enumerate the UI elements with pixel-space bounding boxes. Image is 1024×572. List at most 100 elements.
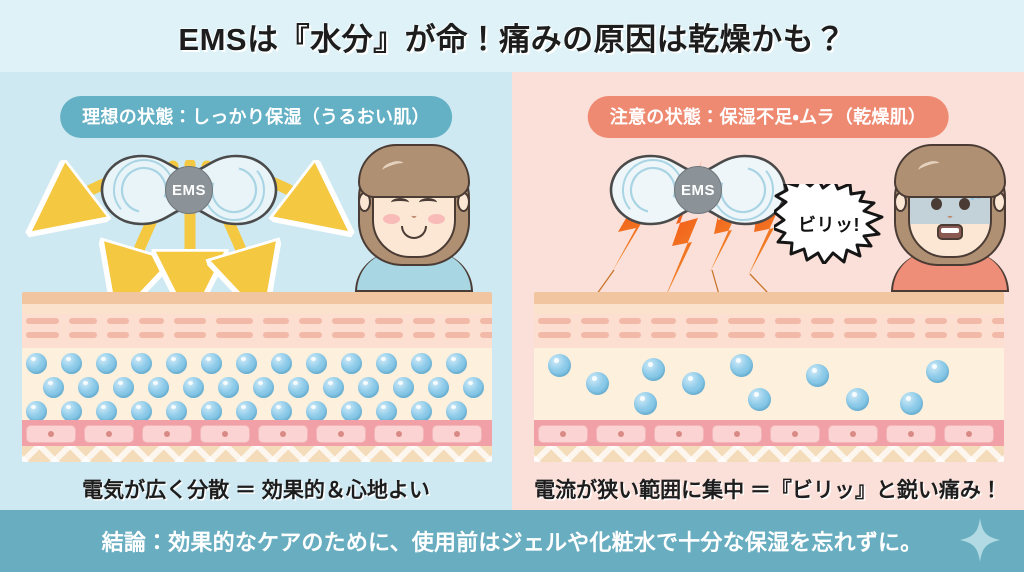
skin-cross-section-right xyxy=(534,292,1004,462)
water-droplet xyxy=(271,401,292,422)
epidermis-dash xyxy=(811,332,834,338)
skin-layer-vessel-r xyxy=(534,420,1004,448)
vessel-cell xyxy=(828,425,878,443)
vessel-cell-nucleus xyxy=(222,431,228,437)
vessel-cell-nucleus xyxy=(338,431,344,437)
skin-layer-epidermis xyxy=(22,314,492,348)
water-droplet xyxy=(748,388,771,411)
avatar-distressed-hair-shine xyxy=(916,158,942,176)
water-droplet xyxy=(846,388,869,411)
skin-cross-section-left xyxy=(22,292,492,462)
epidermis-dash-row-2 xyxy=(22,332,492,339)
epidermis-dash xyxy=(728,318,765,324)
vessel-cell-nucleus xyxy=(106,431,112,437)
epidermis-dash xyxy=(538,332,571,338)
vessel-cell-nucleus xyxy=(454,431,460,437)
vessel-cell-nucleus xyxy=(676,431,682,437)
vessel-cell xyxy=(26,425,76,443)
vessel-cell xyxy=(886,425,936,443)
skin-layer-stratum-light xyxy=(22,304,492,314)
page-title: EMSは『水分』が命！痛みの原因は乾燥かも？ xyxy=(178,21,846,57)
epidermis-dash xyxy=(811,318,834,324)
water-droplet xyxy=(586,372,609,395)
epidermis-dash-row-1 xyxy=(22,318,492,325)
epidermis-dash xyxy=(332,332,365,338)
epidermis-dash xyxy=(538,318,571,324)
epidermis-dash xyxy=(925,318,947,324)
water-droplet xyxy=(288,377,309,398)
panel-caution: 注意の状態：保湿不足・ムラ（乾燥肌） xyxy=(512,72,1024,510)
vessel-cell xyxy=(712,425,762,443)
pain-burst-bubble: ビリッ! xyxy=(774,184,884,264)
avatar-distressed-eye-right xyxy=(955,198,973,210)
avatar-happy-hair-shine xyxy=(380,158,406,176)
fat-grid-right xyxy=(534,446,1004,462)
water-droplet xyxy=(43,377,64,398)
water-droplet xyxy=(253,377,274,398)
vessel-cell xyxy=(432,425,482,443)
water-droplet xyxy=(446,353,467,374)
avatar-happy-mouth xyxy=(401,226,427,239)
water-droplet xyxy=(463,377,484,398)
vessel-cell xyxy=(654,425,704,443)
vessel-cell xyxy=(316,425,366,443)
avatar-happy-eye-left xyxy=(391,198,409,207)
water-droplet xyxy=(96,353,117,374)
vessel-cell xyxy=(142,425,192,443)
epidermis-dash xyxy=(957,318,982,324)
epidermis-dash xyxy=(107,332,129,338)
epidermis-dash xyxy=(581,332,609,338)
epidermis-dash xyxy=(375,332,403,338)
water-droplet xyxy=(376,401,397,422)
water-droplet xyxy=(96,401,117,422)
water-droplet xyxy=(548,354,571,377)
water-droplet xyxy=(428,377,449,398)
avatar-happy-eye-right xyxy=(419,198,437,207)
avatar-distressed-nose xyxy=(947,213,953,218)
epidermis-dash xyxy=(445,332,470,338)
panel-ideal-caption: 電気が広く分散 ＝ 効果的＆心地よい xyxy=(82,479,430,502)
epidermis-dash xyxy=(299,318,322,324)
water-droplet xyxy=(78,377,99,398)
avatar-happy-cheek-right xyxy=(428,214,445,224)
water-droplet xyxy=(113,377,134,398)
epidermis-dash xyxy=(619,318,641,324)
vessel-cell-nucleus xyxy=(908,431,914,437)
epidermis-dash xyxy=(216,318,253,324)
vessel-cell-nucleus xyxy=(280,431,286,437)
ems-core-label-right: EMS xyxy=(674,166,722,214)
skin-layer-dermis-r xyxy=(534,348,1004,426)
water-droplet xyxy=(236,353,257,374)
epidermis-dash xyxy=(216,332,253,338)
vessel-cell xyxy=(200,425,250,443)
epidermis-dash xyxy=(992,318,1004,324)
epidermis-dash xyxy=(728,332,765,338)
panel-ideal: 理想の状態：しっかり保湿（うるおい肌） xyxy=(0,72,512,510)
fat-grid-left xyxy=(22,446,492,462)
epidermis-dash xyxy=(480,332,492,338)
water-droplet xyxy=(341,401,362,422)
skin-layer-fat xyxy=(22,446,492,462)
vessel-band-left xyxy=(22,420,492,448)
water-droplet xyxy=(730,354,753,377)
skin-layer-stratum xyxy=(22,292,492,304)
epidermis-dash xyxy=(26,318,59,324)
skin-layer-vessel xyxy=(22,420,492,448)
vessel-cell-nucleus xyxy=(396,431,402,437)
epidermis-dash xyxy=(844,318,877,324)
water-droplet xyxy=(376,353,397,374)
vessel-cell xyxy=(538,425,588,443)
footer-banner: 結論：効果的なケアのために、使用前はジェルや化粧水で十分な保湿を忘れずに。 xyxy=(0,510,1024,572)
vessel-cell-nucleus xyxy=(966,431,972,437)
water-droplet xyxy=(148,377,169,398)
epidermis-dash xyxy=(107,318,129,324)
epidermis-dash xyxy=(139,332,164,338)
water-droplet xyxy=(166,401,187,422)
skin-layer-stratum-r xyxy=(534,292,1004,304)
water-droplet xyxy=(183,377,204,398)
epidermis-dash-row-1-r xyxy=(534,318,1004,325)
epidermis-dash xyxy=(174,318,206,324)
skin-layer-epidermis-r xyxy=(534,314,1004,348)
water-droplet xyxy=(900,392,923,415)
